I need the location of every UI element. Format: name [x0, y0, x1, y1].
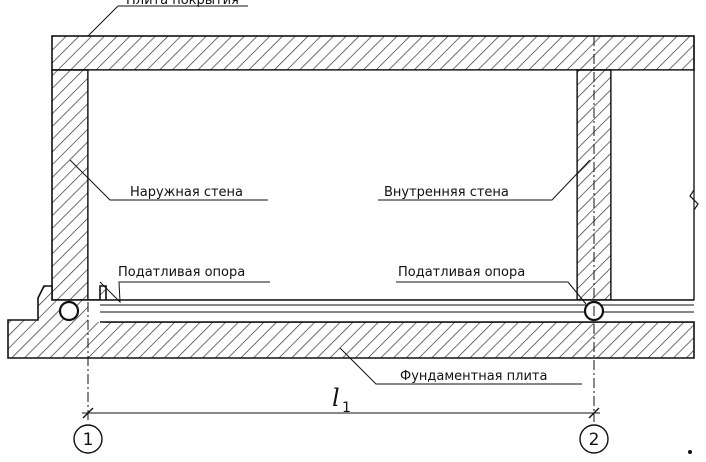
leader-flexible-support-left: [99, 281, 270, 304]
leader-foundation-slab: [339, 347, 582, 385]
adjacent-room-interior: [610, 69, 695, 301]
label-inner-wall: Внутренняя стена: [384, 185, 509, 200]
dimension-symbol: l: [332, 384, 340, 412]
leader-flexible-support-right: [396, 281, 587, 305]
label-outer-wall: Наружная стена: [130, 185, 243, 200]
label-roof-slab: Плита покрытия: [126, 0, 239, 8]
label-foundation-slab: Фундаментная плита: [400, 369, 547, 384]
stray-dot: [688, 450, 692, 454]
axis-marker-2: [579, 424, 609, 454]
leader-inner-wall: [378, 159, 591, 201]
roof-slab: [51, 35, 695, 71]
dimension-tick-left: [82, 407, 94, 419]
label-flexible-support-right: Податливая опора: [398, 265, 525, 280]
axis-label-1: 1: [83, 430, 94, 450]
flexible-support-left: [58, 300, 80, 322]
room-interior: [87, 69, 578, 301]
leader-roof-slab-diag: [87, 5, 119, 37]
label-flexible-support-left: Податливая опора: [118, 265, 245, 280]
dimension-subscript: 1: [342, 400, 351, 416]
outer-wall: [51, 69, 89, 301]
leader-outer-wall: [69, 159, 268, 201]
dimension-tick-right: [588, 407, 600, 419]
axis-label-2: 2: [589, 430, 600, 450]
break-line: [689, 36, 699, 300]
axis-marker-1: [73, 424, 103, 454]
